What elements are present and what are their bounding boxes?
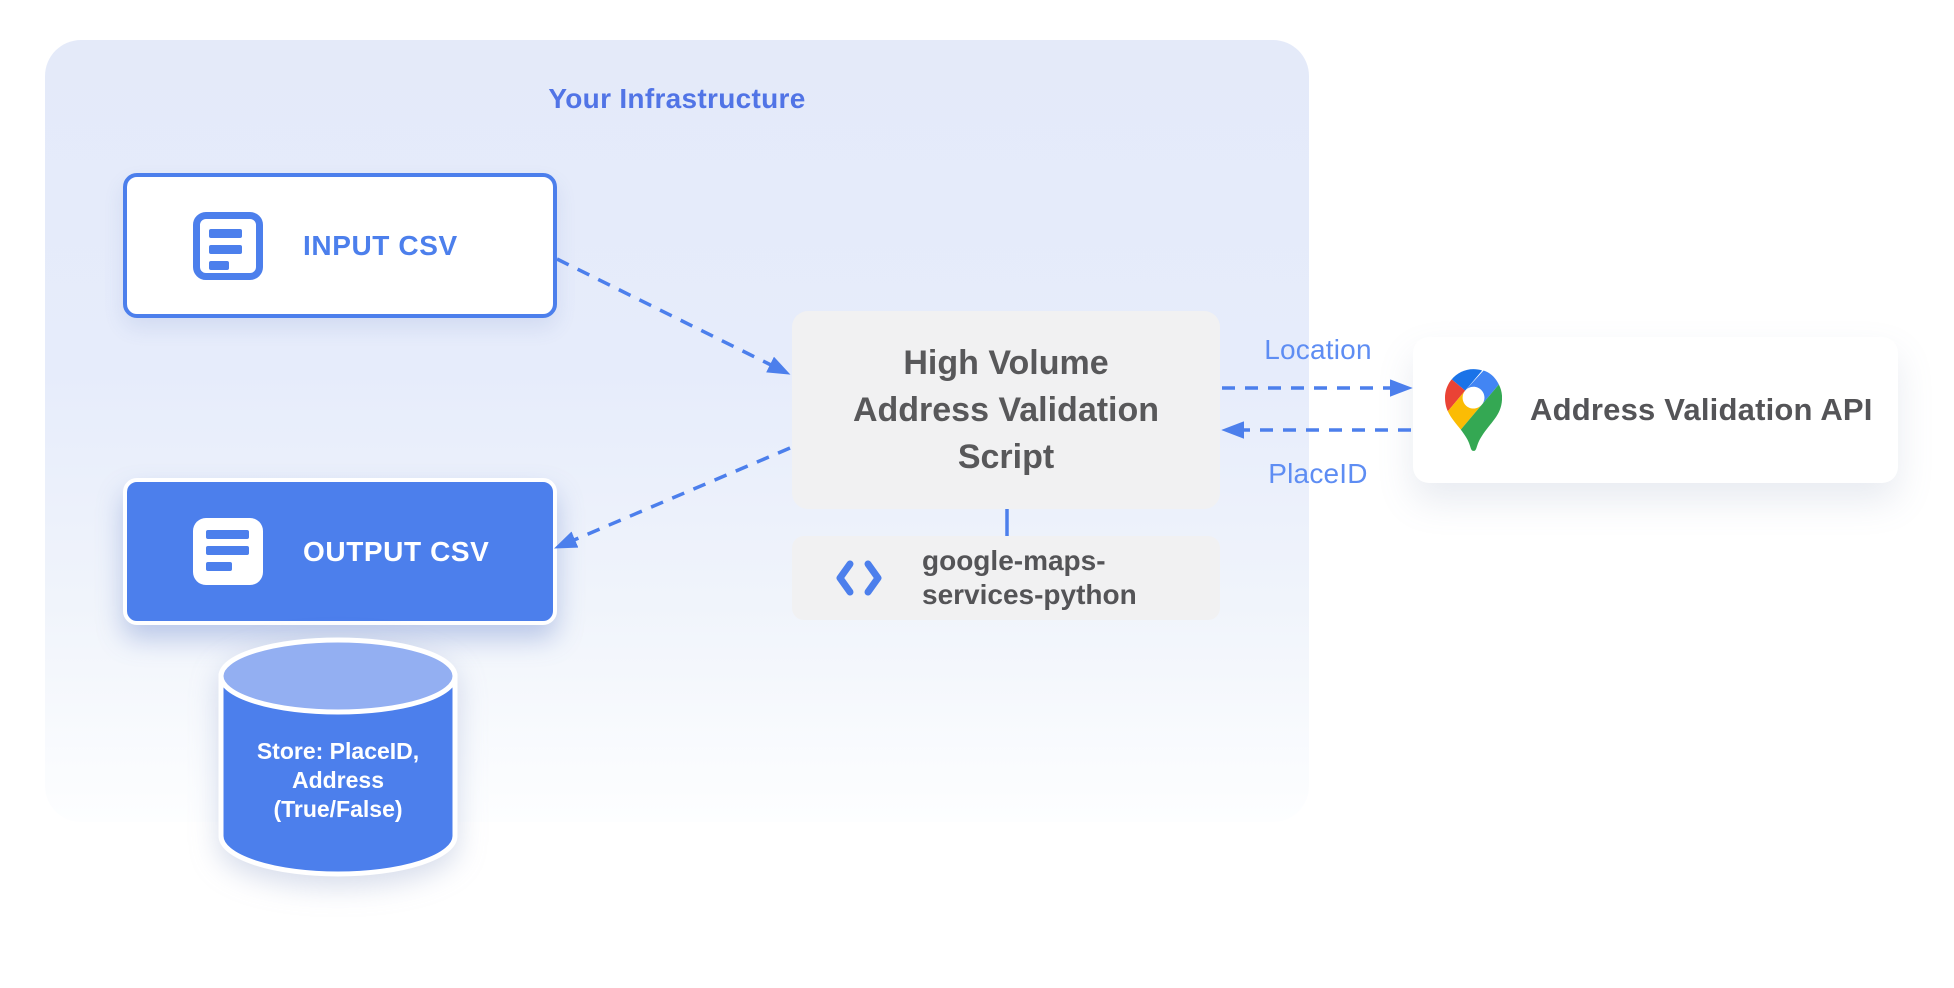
- datastore-label: Store: PlaceID, Address (True/False): [256, 738, 420, 822]
- script-node: High Volume Address Validation Script: [792, 311, 1220, 509]
- document-icon: [193, 211, 263, 280]
- library-label: google-maps- services-python: [922, 545, 1137, 610]
- edge-label-location: Location: [1264, 334, 1372, 365]
- api-label: Address Validation API: [1530, 392, 1873, 427]
- input-csv-label: INPUT CSV: [303, 229, 458, 261]
- google-maps-pin-icon: [1445, 369, 1502, 451]
- document-icon: [193, 518, 263, 585]
- output-csv-node: OUTPUT CSV: [123, 478, 557, 625]
- edge-label-placeid: PlaceID: [1268, 458, 1368, 489]
- output-csv-label: OUTPUT CSV: [303, 535, 490, 567]
- infrastructure-title: Your Infrastructure: [548, 83, 806, 114]
- library-node: google-maps- services-python: [792, 536, 1220, 620]
- api-node: Address Validation API: [1413, 337, 1898, 483]
- input-csv-node: INPUT CSV: [123, 173, 557, 318]
- code-icon: [836, 560, 882, 596]
- database-cylinder-icon: [218, 637, 458, 877]
